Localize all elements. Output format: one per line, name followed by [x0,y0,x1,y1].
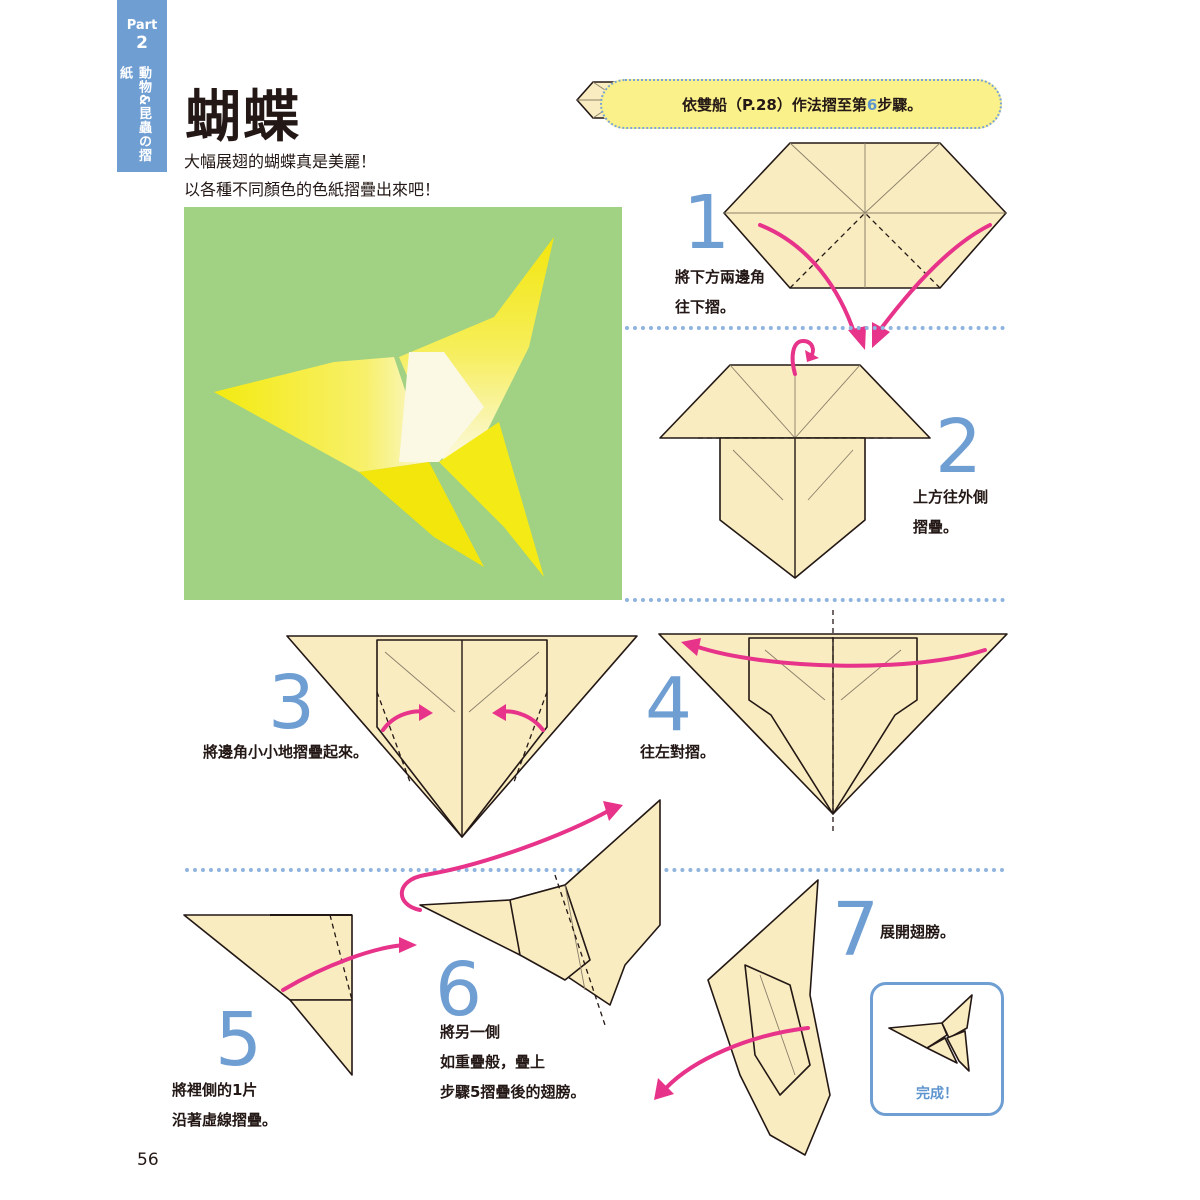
step-6-line-3: 步驟5摺疊後的翅膀。 [440,1083,586,1101]
banner-step: 6 [866,96,878,114]
step-1-diagram [723,142,1007,289]
step-7-text: 展開翅膀。 [880,923,956,941]
step-6-diagram [419,799,661,1026]
completed-box: 完成！ [870,982,1004,1116]
step-3-number: 3 [268,660,316,746]
part-label: Part [126,18,158,33]
intro-line-1: 大幅展翅的蝴蝶真是美麗！ [184,152,377,171]
section-label: 動物&昆蟲の摺紙 [117,66,151,163]
step-5-text: 將裡側的1片 沿著虛線摺疊。 [172,1075,277,1135]
step-4-diagram [658,610,1008,835]
part-tab: Part 2 動物&昆蟲の摺紙 [117,0,167,172]
step-4-text: 往左對摺。 [640,743,716,761]
step-1-number: 1 [683,180,731,266]
step-5-line-2: 沿著虛線摺疊。 [172,1111,278,1129]
part-number: 2 [136,33,148,53]
step-3-arrows [381,704,545,732]
step-2-line-1: 上方往外側 [913,488,989,506]
page-number: 56 [137,1150,159,1170]
step-6-line-2: 如重疊般，疊上 [440,1053,546,1071]
step-1-line-2: 往下摺。 [675,298,736,316]
step-6-number: 6 [435,947,483,1033]
butterfly-photo-illustration [214,237,554,577]
step-5-line-1: 將裡側的1片 [172,1081,258,1099]
banner-text: 依雙船（P.28）作法摺至第6步驟。 [682,94,922,115]
step-4-number: 4 [645,662,693,748]
divider [625,598,1005,602]
step-2-number: 2 [935,404,983,490]
step-3-text: 將邊角小小地摺疊起來。 [203,743,369,761]
instruction-banner: 依雙船（P.28）作法摺至第6步驟。 [600,79,1002,129]
divider [625,326,1005,330]
step-3-diagram [286,635,638,838]
step-2-line-2: 摺疊。 [913,518,959,536]
step-1-line-1: 將下方兩邊角 [675,268,766,286]
butterfly-photo [184,207,622,600]
completed-label: 完成！ [916,1086,958,1102]
step-2-text: 上方往外側 摺疊。 [913,482,988,542]
completed-butterfly-icon [888,994,973,1072]
step-5-arrow [281,937,417,992]
step-4-arrow [681,638,987,668]
step-5-diagram [183,914,353,1076]
step-6-line-1: 將另一側 [440,1023,501,1041]
intro-text: 大幅展翅的蝴蝶真是美麗！ 以各種不同顏色的色紙摺疊出來吧！ [184,148,440,204]
step-7-diagram [707,879,831,1156]
step-2-diagram [659,364,931,579]
step-6-text: 將另一側 如重疊般，疊上 步驟5摺疊後的翅膀。 [440,1017,585,1107]
step-5-number: 5 [215,997,263,1083]
page-title: 蝴蝶 [185,85,301,150]
banner-post: 步驟。 [877,96,923,114]
step-6-arrow [399,801,623,912]
banner-pre: 依雙船（P.28）作法摺至第 [682,96,867,114]
step-2-flip-arrow [790,338,819,376]
step-7-number: 7 [832,887,880,973]
step-1-text: 將下方兩邊角 往下摺。 [675,262,765,322]
intro-line-2: 以各種不同顏色的色紙摺疊出來吧！ [184,180,441,199]
step-7-arrow [654,1026,810,1100]
